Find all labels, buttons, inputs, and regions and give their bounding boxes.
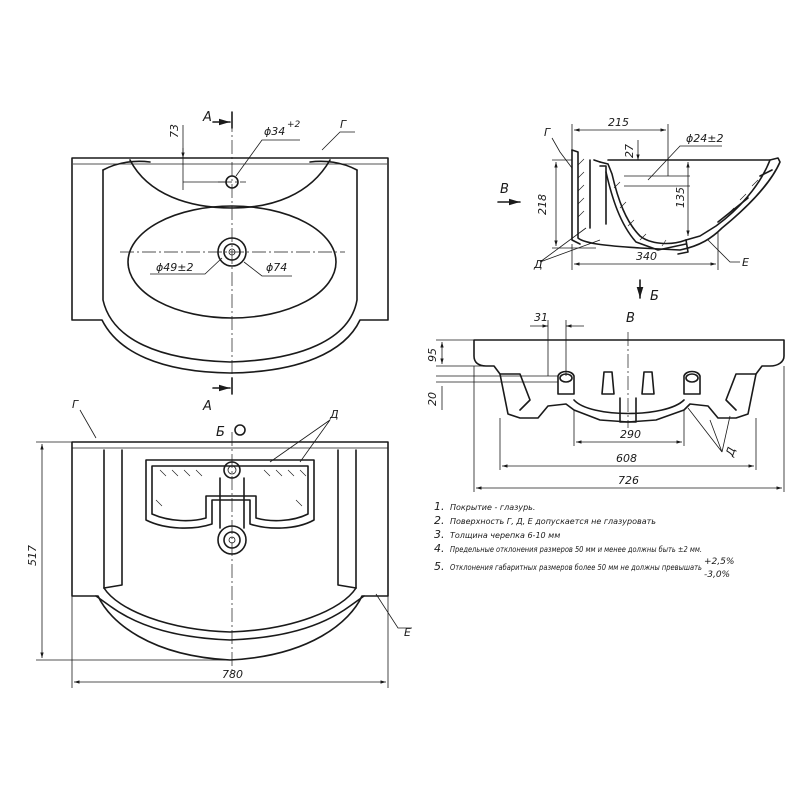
- note-2-text: Поверхность Г, Д, Е допускается не глазу…: [450, 517, 656, 526]
- section-profile-outer: [571, 149, 781, 251]
- note-item: 2. Поверхность Г, Д, Е допускается не гл…: [434, 514, 656, 527]
- dim-215: 215: [608, 116, 629, 129]
- bottom-view-outline: [71, 441, 389, 661]
- note-item: 3. Толщина черепка 6-10 мм: [434, 528, 560, 541]
- bottom-view: Б Г Д 517 Е 780: [26, 398, 412, 688]
- dim-726: 726: [618, 474, 639, 487]
- surface-g-bottom-label: Г: [72, 398, 79, 411]
- dim-608: 608: [616, 452, 637, 465]
- top-view: А А 73 ϕ34 +2 Г ϕ49±2 ϕ74: [71, 110, 389, 414]
- surface-g-section-label: Г: [544, 126, 551, 139]
- note-item: 1. Покрытие - глазурь.: [434, 500, 535, 513]
- note-1-text: Покрытие - глазурь.: [450, 503, 535, 512]
- technical-notes: 1. Покрытие - глазурь. 2. Поверхность Г,…: [434, 500, 734, 580]
- dim-d34: ϕ34: [264, 125, 285, 138]
- note-1-number: 1.: [434, 500, 445, 513]
- surface-g-top-label: Г: [340, 118, 347, 131]
- note-4-number: 4.: [434, 542, 445, 555]
- note-5-number: 5.: [434, 560, 445, 573]
- dim-20: 20: [426, 392, 439, 406]
- side-view-label: В: [626, 311, 635, 326]
- view-be-arrow-label: Б: [650, 289, 659, 304]
- dim-d34-tolerance: +2: [287, 120, 301, 130]
- surface-d-bottom-label: Д: [329, 408, 339, 421]
- dim-d49: ϕ49±2: [156, 261, 193, 274]
- side-view-outline: [473, 339, 785, 423]
- side-view: В 31 95 20 290: [426, 311, 785, 492]
- note-2-number: 2.: [434, 514, 445, 527]
- dim-d24: ϕ24±2: [686, 132, 723, 145]
- dim-780: 780: [222, 668, 243, 681]
- surface-d-section-label: Д: [533, 258, 543, 271]
- note-item: 5. Отклонения габаритных размеров более …: [434, 557, 734, 580]
- dim-218: 218: [536, 194, 549, 215]
- dim-340: 340: [636, 250, 657, 263]
- section-a-top-label: А: [202, 110, 212, 125]
- bottom-view-label: Б: [216, 425, 225, 440]
- section-view: 215 Г ϕ24±2 27 218 135 В Д 340 Е: [497, 116, 781, 304]
- surface-e-section-label: Е: [742, 256, 749, 269]
- top-view-deck-outline: [71, 157, 389, 374]
- note-3-text: Толщина черепка 6-10 мм: [450, 531, 560, 540]
- note-4-text: Предельные отклонения размеров 50 мм и м…: [450, 545, 702, 554]
- note-5-tolerance-minus: -3,0%: [704, 570, 730, 580]
- faucet-plateau-outline: [129, 159, 331, 209]
- dim-135: 135: [674, 187, 687, 208]
- dim-27: 27: [623, 144, 636, 158]
- dim-d74: ϕ74: [266, 261, 287, 274]
- note-item: 4. Предельные отклонения размеров 50 мм …: [434, 542, 702, 555]
- view-b-arrow-label: В: [500, 182, 509, 197]
- section-a-bottom-label: А: [202, 399, 212, 414]
- surface-e-bottom-label: Е: [404, 626, 411, 639]
- dim-31: 31: [534, 311, 548, 324]
- note-5-tolerance-plus: +2,5%: [704, 557, 734, 567]
- dim-517: 517: [26, 545, 39, 566]
- note-5-text: Отклонения габаритных размеров более 50 …: [450, 563, 702, 572]
- surface-d-side-label: Д: [723, 445, 739, 459]
- dim-95: 95: [426, 348, 439, 362]
- note-3-number: 3.: [434, 528, 445, 541]
- dim-73: 73: [168, 124, 181, 138]
- dim-290: 290: [620, 428, 641, 441]
